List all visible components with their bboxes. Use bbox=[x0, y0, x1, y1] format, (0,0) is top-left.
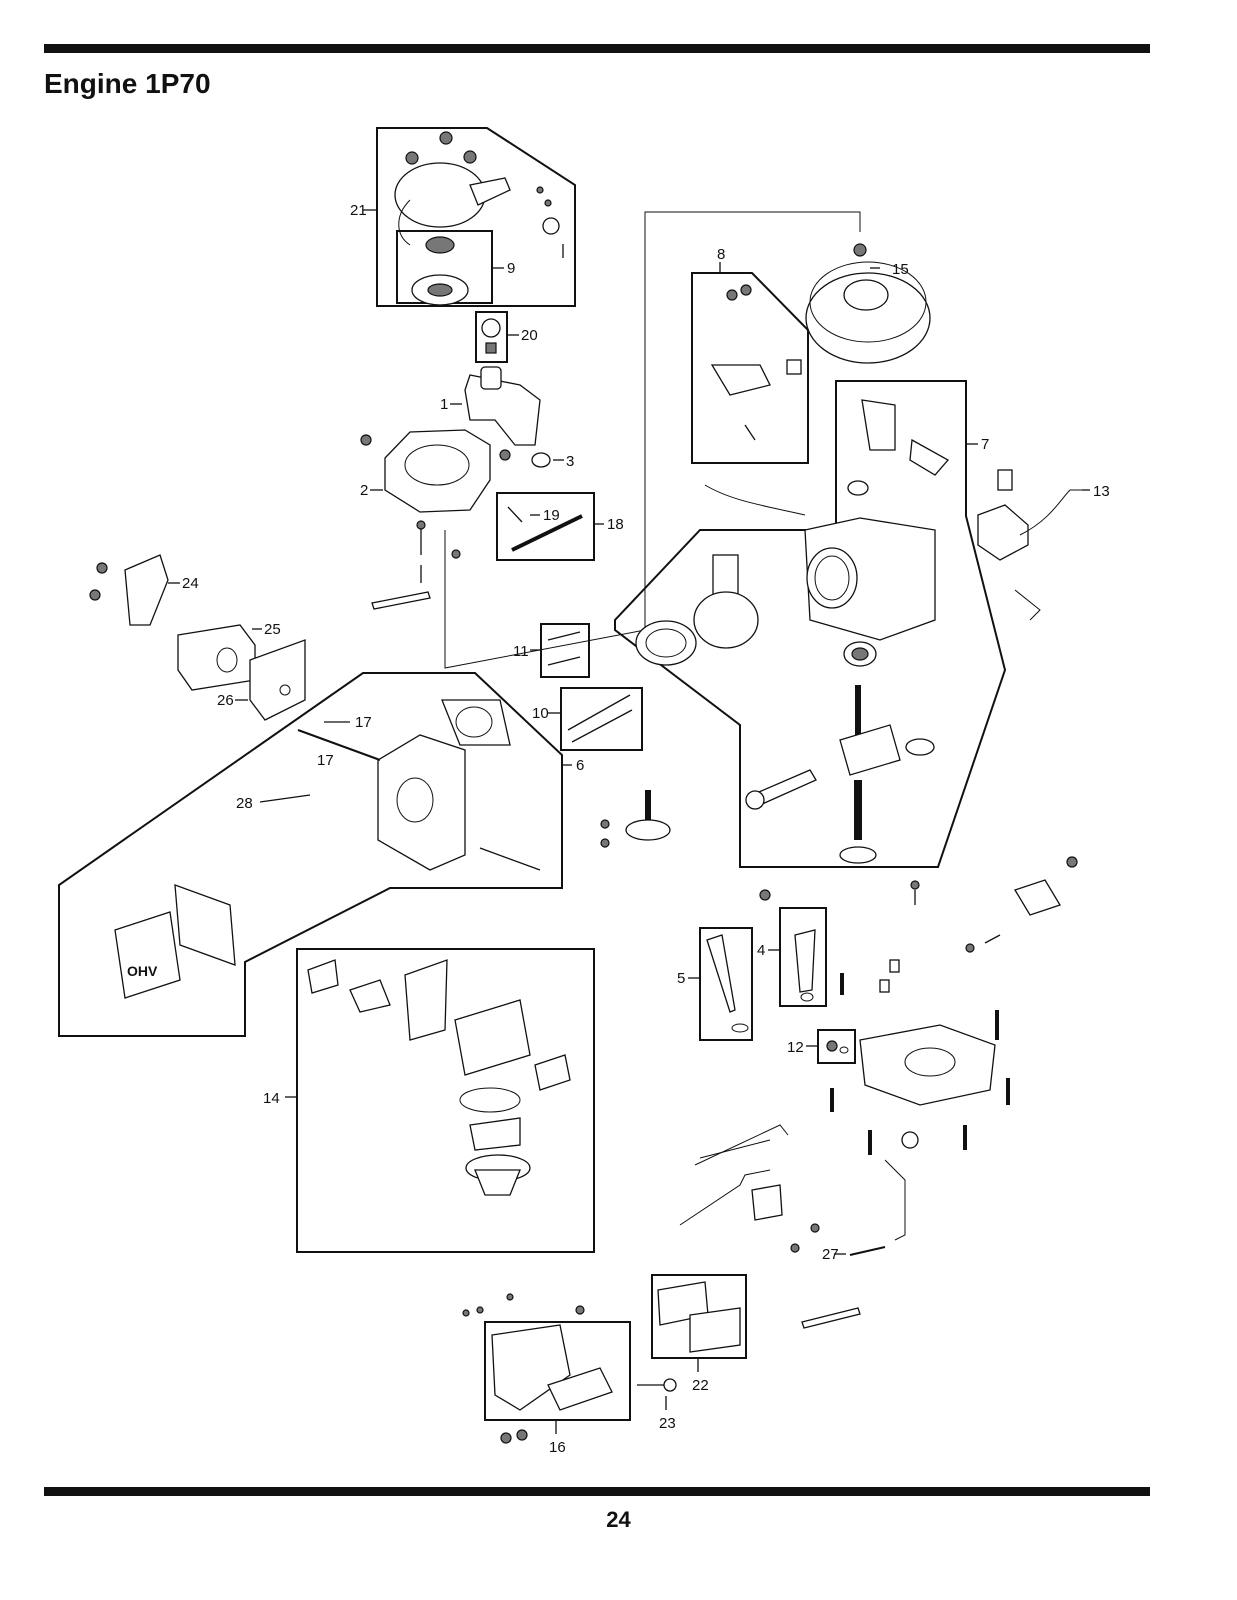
callout-11: 11 bbox=[513, 643, 529, 660]
leader-line bbox=[444, 211, 861, 669]
top-rule bbox=[44, 44, 1150, 53]
valves-group bbox=[530, 623, 643, 751]
blower-housing-part bbox=[450, 366, 541, 446]
callout-3: 3 bbox=[566, 453, 574, 470]
dipstick-group bbox=[688, 907, 827, 1041]
callout-28: 28 bbox=[236, 795, 253, 812]
callout-17-a: 17 bbox=[355, 714, 372, 731]
callout-27: 27 bbox=[822, 1246, 839, 1263]
governor-spring bbox=[704, 484, 806, 516]
page-number: 24 bbox=[606, 1507, 631, 1532]
callout-5: 5 bbox=[677, 970, 685, 987]
muffler-group bbox=[89, 554, 306, 721]
bolt-parts bbox=[371, 520, 461, 610]
governor-parts bbox=[759, 856, 1078, 953]
crankcase-cover-part bbox=[830, 959, 1010, 1155]
callout-25: 25 bbox=[264, 621, 281, 638]
carburetor-group bbox=[285, 948, 595, 1253]
valve-cover-text: OHV bbox=[127, 963, 158, 979]
cylinder-head-group bbox=[58, 672, 572, 1037]
callout-21: 21 bbox=[350, 202, 367, 219]
callout-4: 4 bbox=[757, 942, 765, 959]
callout-13: 13 bbox=[1093, 483, 1110, 500]
bottom-rule bbox=[44, 1487, 1150, 1496]
flywheel-part bbox=[805, 243, 931, 364]
pushrod-box-group bbox=[496, 492, 604, 561]
callout-12: 12 bbox=[787, 1039, 804, 1056]
engine-shroud-part bbox=[360, 429, 511, 513]
washer-part bbox=[531, 452, 564, 468]
callout-8: 8 bbox=[717, 246, 725, 263]
callout-20: 20 bbox=[521, 327, 538, 344]
governor-linkage-group bbox=[691, 262, 809, 464]
callout-1: 1 bbox=[440, 396, 448, 413]
callout-19: 19 bbox=[543, 507, 560, 524]
callout-15: 15 bbox=[892, 261, 909, 278]
callout-26: 26 bbox=[217, 692, 234, 709]
recoil-starter-group bbox=[363, 127, 576, 307]
air-filter-group bbox=[651, 1274, 747, 1372]
air-cleaner-group bbox=[462, 1293, 631, 1444]
callout-23: 23 bbox=[659, 1415, 676, 1432]
callout-14: 14 bbox=[263, 1090, 280, 1107]
callout-9: 9 bbox=[507, 260, 515, 277]
callout-24: 24 bbox=[182, 575, 199, 592]
drain-plug-part bbox=[806, 1029, 856, 1064]
callout-22: 22 bbox=[692, 1377, 709, 1394]
callout-10: 10 bbox=[532, 705, 549, 722]
callout-18: 18 bbox=[607, 516, 624, 533]
camshaft-part bbox=[600, 790, 671, 848]
ignition-coil-part bbox=[977, 469, 1090, 621]
callout-6: 6 bbox=[576, 757, 584, 774]
callout-7: 7 bbox=[981, 436, 989, 453]
wing-screw-part bbox=[637, 1378, 677, 1410]
governor-lever-group bbox=[679, 1124, 906, 1256]
callout-2: 2 bbox=[360, 482, 368, 499]
page-title: Engine 1P70 bbox=[44, 68, 211, 99]
callout-17-b: 17 bbox=[317, 752, 334, 769]
callout-16: 16 bbox=[549, 1439, 566, 1456]
crankcase-group bbox=[614, 380, 1007, 868]
link-rod-part bbox=[801, 1307, 861, 1329]
starter-cup-part bbox=[475, 311, 519, 363]
